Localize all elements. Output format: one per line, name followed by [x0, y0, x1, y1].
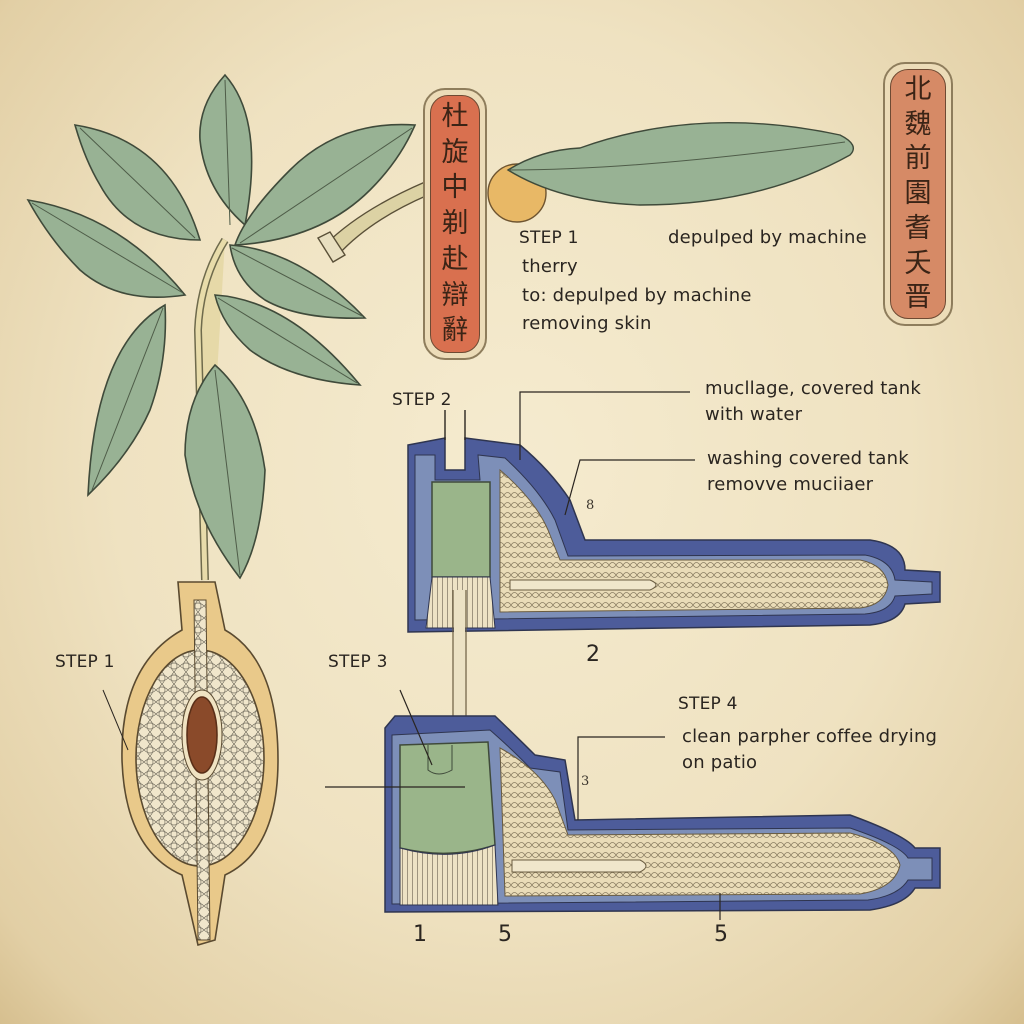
cartouche-right: 北 魏 前 園 耆 夭 晋 [883, 62, 953, 326]
cartouche-glyph: 魏 [904, 108, 932, 140]
cherry-branch-drawing [316, 121, 854, 263]
step4-label: STEP 4 [678, 694, 738, 714]
cartouche-glyph: 園 [904, 178, 932, 209]
cartouche-glyph: 北 [904, 73, 932, 105]
top-text-line3: removing skin [522, 313, 652, 334]
step2-marker: 8 [586, 498, 595, 513]
cartouche-glyph: 中 [441, 172, 469, 204]
cartouche-glyph: 耆 [904, 212, 932, 244]
step2-callout2-line2: removve muciiaer [707, 474, 874, 495]
coffee-plant-drawing [26, 73, 417, 581]
cherry-cross-section-drawing [102, 581, 279, 947]
step4-callout-line2: on patio [682, 752, 758, 773]
step2-label: STEP 2 [392, 390, 452, 410]
step3-number-5: 5 [498, 922, 512, 947]
step4-callout-line1: clean parpher coffee drying [682, 726, 938, 747]
step3-number-1: 1 [413, 922, 427, 947]
top-text-line2: to: depulped by machine [522, 285, 752, 306]
cartouche-left-panel: 杜 旋 中 剃 赴 辯 辭 [430, 95, 480, 353]
cartouche-glyph: 夭 [904, 247, 932, 279]
washing-tank-step2-drawing [407, 391, 941, 740]
cartouche-left: 杜 旋 中 剃 赴 辯 辭 [423, 88, 487, 360]
top-step1-label: STEP 1 [519, 228, 579, 248]
cartouche-glyph: 前 [904, 143, 932, 175]
step2-callout1-line1: mucllage, covered tank [705, 378, 921, 399]
cartouche-glyph: 赴 [441, 243, 469, 275]
step4-number: 5 [714, 922, 728, 947]
cartouche-glyph: 杜 [441, 100, 469, 132]
cartouche-glyph: 旋 [441, 136, 469, 168]
step2-callout2-line1: washing covered tank [707, 448, 909, 469]
step2-number: 2 [586, 642, 600, 667]
cartouche-glyph: 辭 [441, 315, 469, 347]
step3-label: STEP 3 [328, 652, 388, 672]
cartouche-glyph: 辯 [441, 279, 469, 311]
drying-tank-step4-drawing [325, 689, 941, 920]
cartouche-glyph: 晋 [904, 282, 932, 314]
top-depulped-note: depulped by machine [668, 227, 867, 248]
fruit-step1-label: STEP 1 [55, 652, 115, 672]
step4-marker: 3 [581, 774, 590, 789]
step2-callout1-line2: with water [705, 404, 803, 425]
top-text-line1: therry [522, 256, 578, 277]
cartouche-glyph: 剃 [441, 208, 469, 239]
cartouche-right-panel: 北 魏 前 園 耆 夭 晋 [890, 69, 946, 319]
